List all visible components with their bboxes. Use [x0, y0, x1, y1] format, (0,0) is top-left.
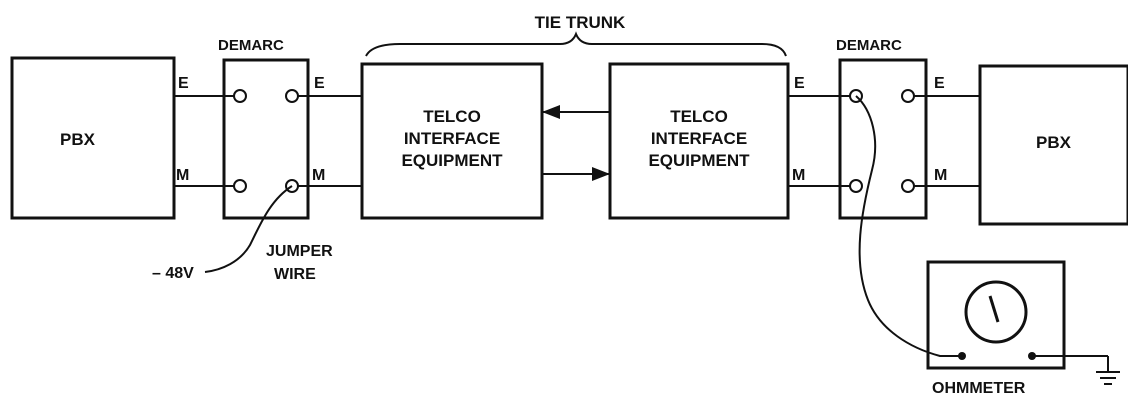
left-pbx-m-label: M [176, 167, 189, 184]
left-demarc-box [222, 58, 310, 220]
arrow-left-head [542, 105, 560, 119]
right-demarc-terminal-m-out [901, 179, 915, 193]
left-telco-line-2: INTERFACE [404, 129, 500, 148]
right-telco-line-1: TELCO [670, 107, 728, 126]
ohmmeter-label: OHMMETER [932, 380, 1026, 397]
arrow-right-head [592, 167, 610, 181]
tie-trunk-bracket [365, 31, 787, 57]
ohmmeter-needle [988, 295, 1000, 323]
tie-trunk-label: TIE TRUNK [535, 13, 626, 32]
right-pbx-box [978, 64, 1128, 226]
right-telco-line-2: INTERFACE [651, 129, 747, 148]
left-pbx-e-label: E [178, 75, 189, 92]
ohmmeter-box [926, 260, 1066, 370]
left-telco-box [360, 62, 544, 220]
jumper-label-line-2: WIRE [274, 266, 316, 283]
right-telco-m-label: M [792, 167, 805, 184]
left-demarc-terminal-e-in [233, 89, 247, 103]
left-telco-line-3: EQUIPMENT [401, 151, 503, 170]
jumper-label-line-1: JUMPER [266, 243, 333, 260]
right-telco-line-3: EQUIPMENT [648, 151, 750, 170]
right-demarc-e-label: E [934, 75, 945, 92]
left-pbx-label: PBX [60, 130, 96, 149]
right-telco-e-label: E [794, 75, 805, 92]
left-telco-line-1: TELCO [423, 107, 481, 126]
ground-icon [1096, 371, 1120, 385]
right-demarc-terminal-e-out [901, 89, 915, 103]
left-demarc-e-label: E [314, 75, 325, 92]
right-pbx-label: PBX [1036, 133, 1072, 152]
jumper-wire [204, 185, 293, 273]
left-demarc-terminal-e-out [285, 89, 299, 103]
right-demarc-terminal-m-in [849, 179, 863, 193]
left-demarc-label: DEMARC [218, 37, 284, 54]
right-demarc-m-label: M [934, 167, 947, 184]
right-telco-box [608, 62, 790, 220]
voltage-label: – 48V [152, 265, 194, 282]
ohmmeter-test-lead [855, 95, 962, 357]
left-pbx-box [10, 56, 176, 220]
left-demarc-terminal-m-in [233, 179, 247, 193]
right-demarc-box [838, 58, 928, 220]
left-demarc-m-label: M [312, 167, 325, 184]
right-demarc-label: DEMARC [836, 37, 902, 54]
ohmmeter-terminal-left [958, 352, 966, 360]
